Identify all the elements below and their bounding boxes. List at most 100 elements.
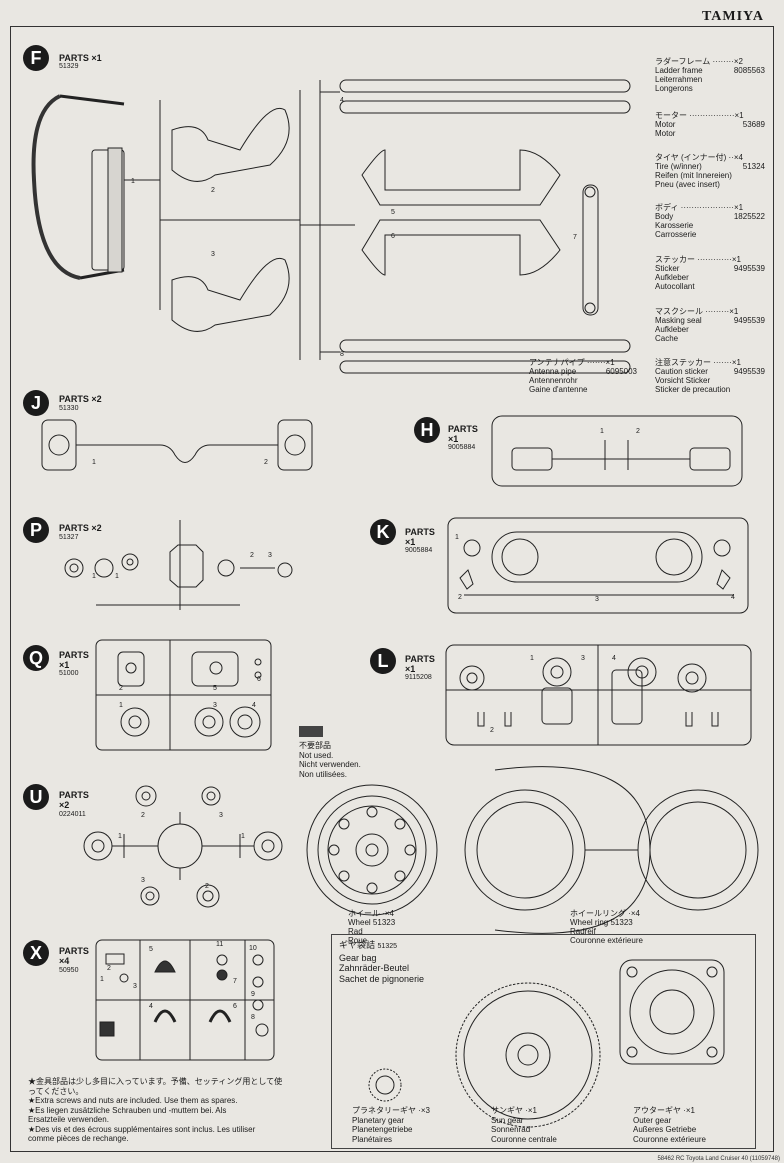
callout-l-4: 4 (612, 655, 616, 662)
not-used-swatch (299, 726, 323, 737)
badge-f: F (23, 45, 49, 71)
callout-x-4: 4 (149, 1003, 153, 1010)
parts-u-number: 0224011 (59, 811, 86, 818)
callout-h-2: 2 (636, 428, 640, 435)
callout-f-8: 8 (340, 351, 344, 358)
parts-p-title: PARTS ×2 (59, 523, 102, 533)
runner-x (95, 939, 275, 1061)
gear-drawings (368, 959, 725, 1128)
parts-h-title: PARTS×1 (448, 424, 478, 444)
callout-q-1: 1 (119, 702, 123, 709)
parts-j-title: PARTS ×2 (59, 394, 102, 404)
runner-l (445, 644, 752, 746)
badge-k: K (370, 519, 396, 545)
runner-f (31, 79, 631, 374)
callout-x-11: 11 (216, 941, 224, 948)
parts-j-number: 51330 (59, 405, 79, 412)
callout-q-4: 4 (252, 702, 256, 709)
footer-code: 58462 RC Toyota Land Cruiser 40 (1105974… (657, 1156, 780, 1162)
brand-logo: TAMIYA (701, 9, 764, 24)
callout-x-6: 6 (233, 1003, 237, 1010)
callout-k-4: 4 (731, 594, 735, 601)
badge-h: H (414, 417, 440, 443)
parts-u-title: PARTS×2 (59, 790, 89, 810)
callout-x-3: 3 (133, 983, 137, 990)
callout-f-3: 3 (211, 251, 215, 258)
parts-q-number: 51000 (59, 670, 79, 677)
callout-p-1a: 1 (92, 573, 96, 580)
parts-sheet-frame (10, 26, 774, 1152)
callout-q-3: 3 (213, 702, 217, 709)
parts-h-number: 9005884 (448, 444, 476, 451)
callout-j-1: 1 (92, 459, 96, 466)
runner-u (83, 785, 283, 908)
parts-f-number: 51329 (59, 63, 79, 70)
callout-u-2a: 2 (141, 812, 145, 819)
parts-f-title: PARTS ×1 (59, 53, 102, 63)
parts-x-title: PARTS×4 (59, 946, 89, 966)
callout-u-2b: 2 (205, 883, 209, 890)
callout-l-1: 1 (530, 655, 534, 662)
callout-x-10: 10 (249, 945, 257, 952)
callout-q-6: 6 (257, 676, 261, 683)
parts-l-title: PARTS×1 (405, 654, 435, 674)
parts-p-number: 51327 (59, 534, 79, 541)
runner-j (41, 419, 313, 471)
parts-q-title: PARTS×1 (59, 650, 89, 670)
badge-p: P (23, 517, 49, 543)
callout-q-2: 2 (119, 685, 123, 692)
callout-x-7: 7 (233, 978, 237, 985)
callout-h-1: 1 (600, 428, 604, 435)
runner-p (64, 520, 293, 610)
callout-k-1: 1 (455, 534, 459, 541)
badge-q: Q (23, 645, 49, 671)
callout-x-1: 1 (100, 976, 104, 983)
callout-f-4: 4 (340, 97, 344, 104)
callout-k-2: 2 (458, 594, 462, 601)
parts-k-title: PARTS×1 (405, 527, 435, 547)
runner-q (95, 639, 272, 751)
runner-k (447, 517, 749, 614)
callout-l-2: 2 (490, 727, 494, 734)
parts-k-number: 9005884 (405, 547, 433, 554)
callout-k-3: 3 (595, 596, 599, 603)
runner-h (491, 415, 743, 487)
wheel-drawing (306, 784, 438, 916)
badge-x: X (23, 940, 49, 966)
callout-u-3b: 3 (141, 877, 145, 884)
badge-l: L (370, 648, 396, 674)
parts-x-number: 50950 (59, 967, 79, 974)
spares-note: ★金具部品は少し多目に入っています。予備、セッティング用として使ってください。 … (28, 1077, 283, 1143)
callout-x-9: 9 (251, 991, 255, 998)
callout-f-7: 7 (573, 234, 577, 241)
badge-u: U (23, 784, 49, 810)
callout-p-1b: 1 (115, 573, 119, 580)
parts-l-number: 9115208 (405, 674, 432, 681)
badge-j: J (23, 390, 49, 416)
callout-q-5: 5 (213, 685, 217, 692)
gear-bag-box (331, 934, 756, 1149)
callout-f-6: 6 (391, 233, 395, 240)
callout-u-1b: 1 (241, 833, 245, 840)
callout-u-3a: 3 (219, 812, 223, 819)
callout-p-3: 3 (268, 552, 272, 559)
callout-f-2: 2 (211, 187, 215, 194)
callout-l-3: 3 (581, 655, 585, 662)
callout-f-1: 1 (131, 178, 135, 185)
callout-x-5: 5 (149, 946, 153, 953)
callout-x-8: 8 (251, 1014, 255, 1021)
